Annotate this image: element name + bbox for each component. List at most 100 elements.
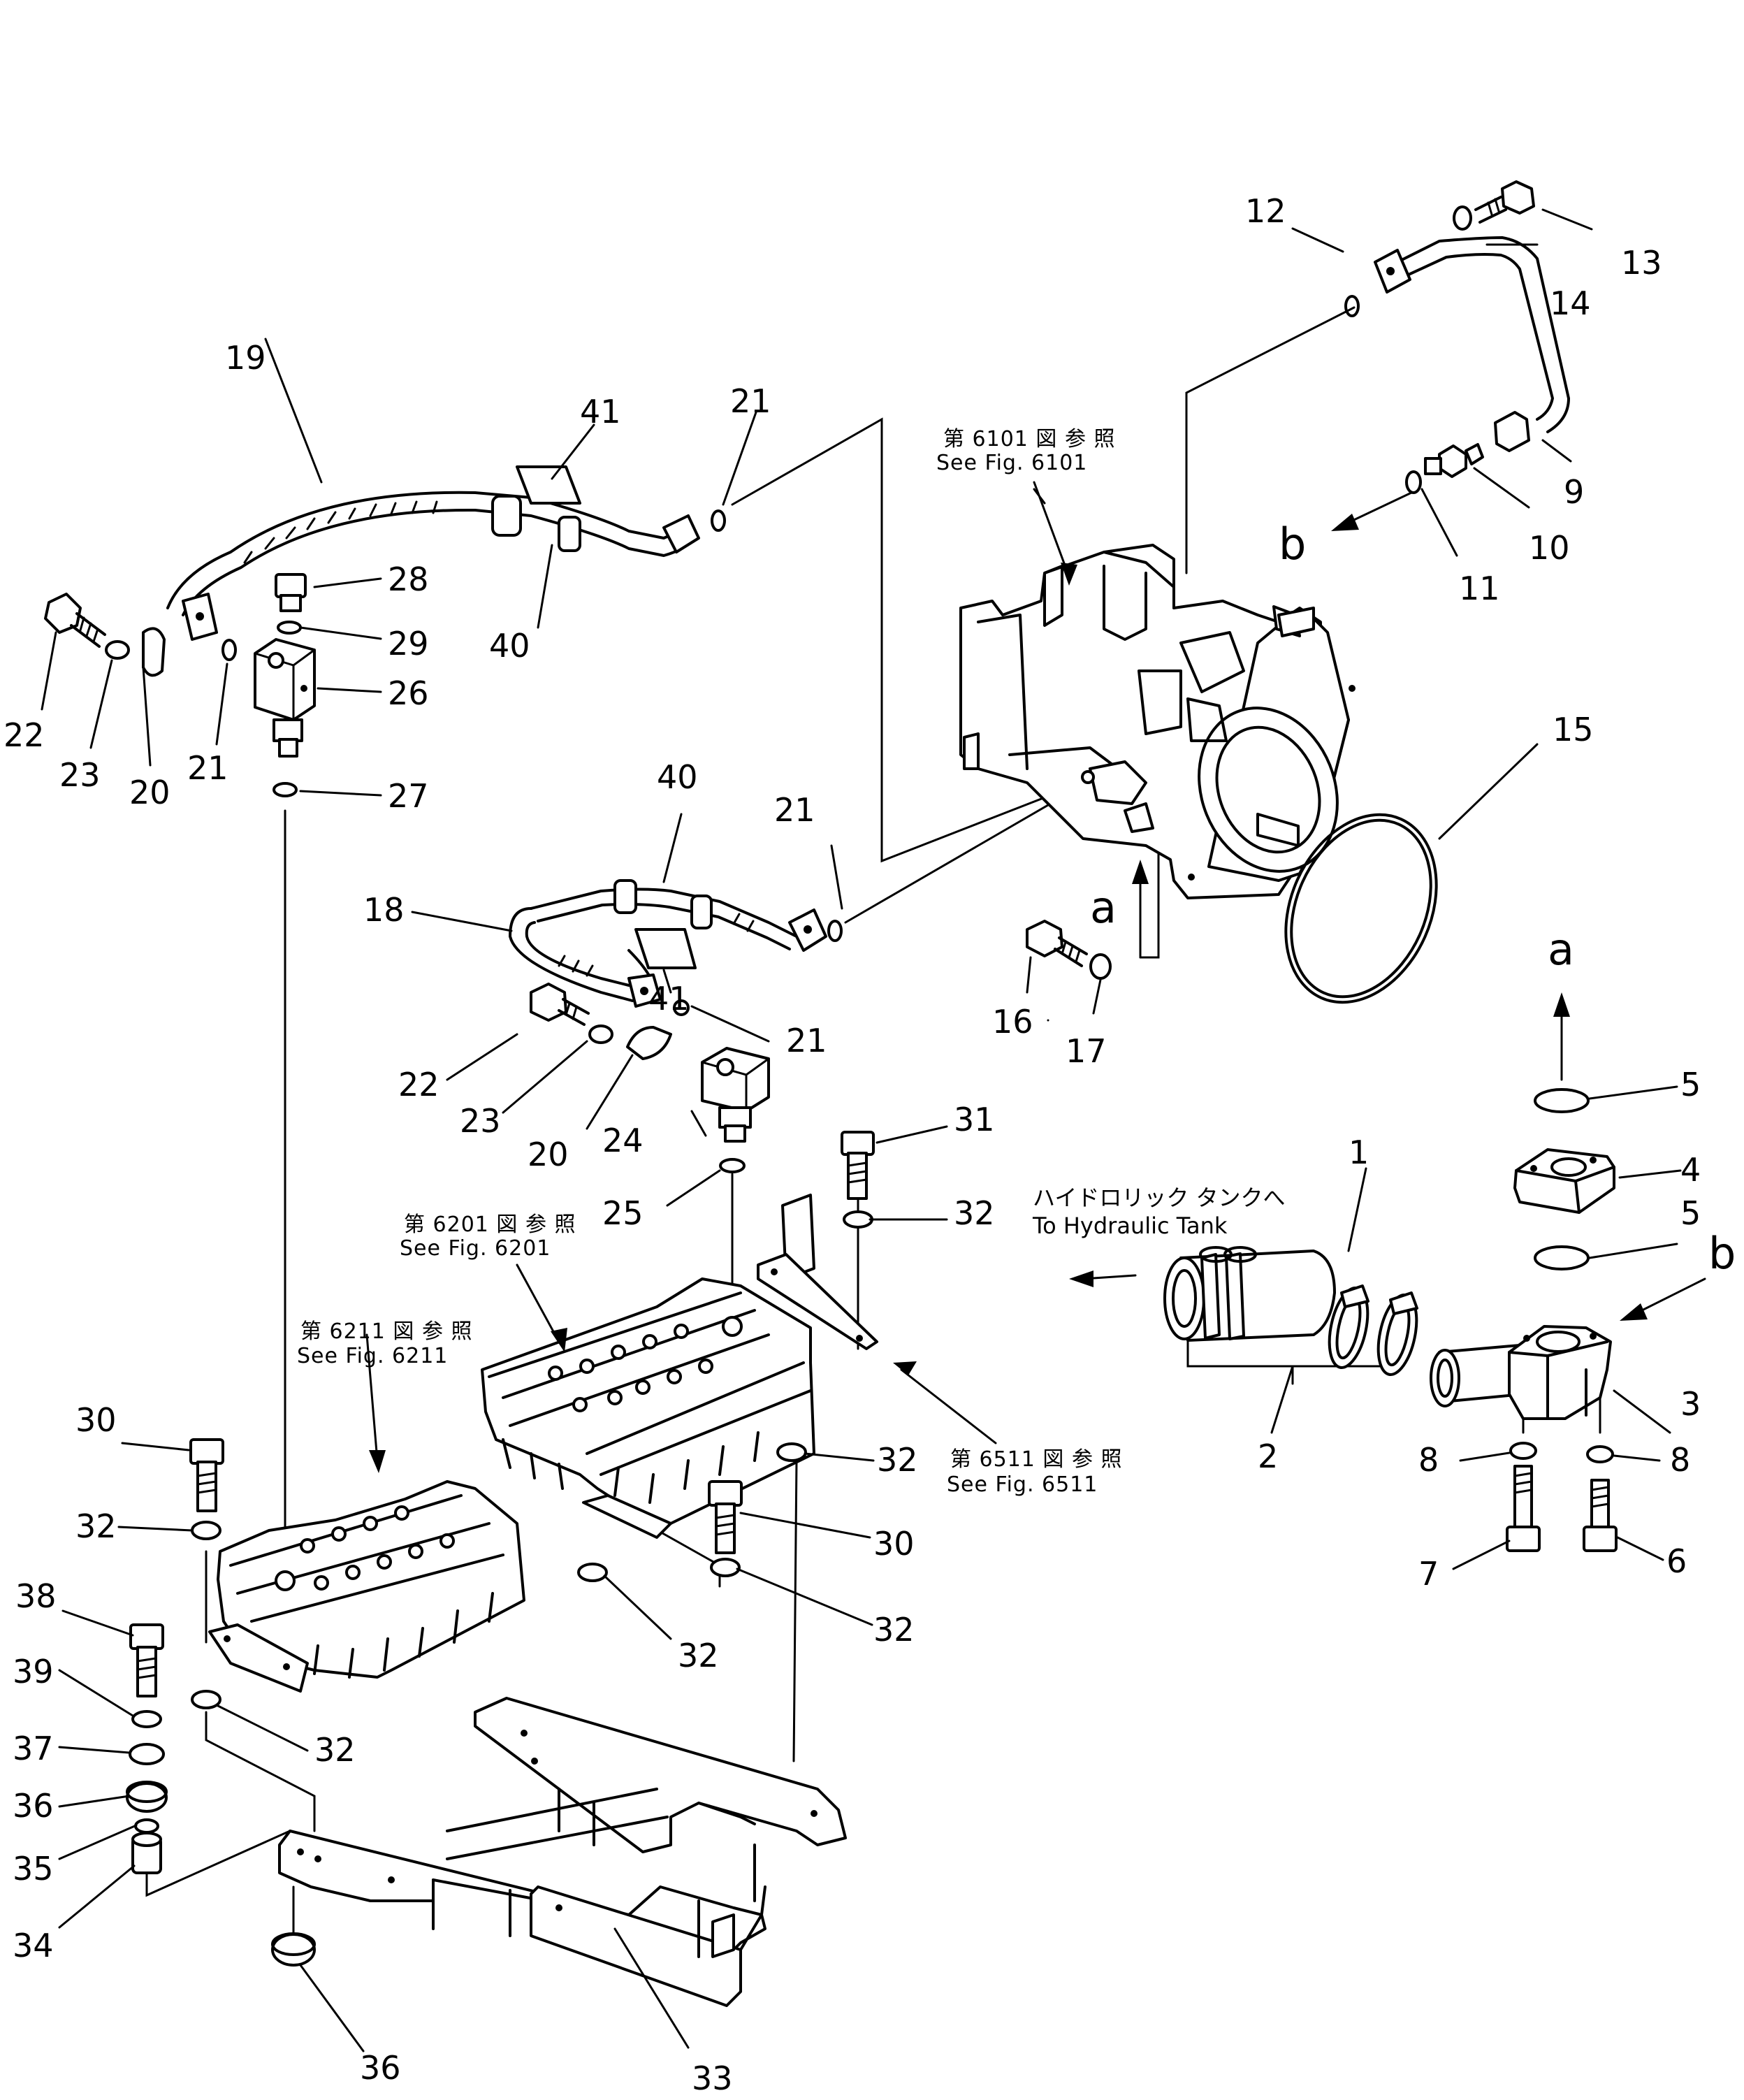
label-12: 12	[1245, 192, 1286, 230]
label-7: 7	[1418, 1555, 1439, 1593]
washer-37	[129, 1743, 165, 1765]
spacer-36-lower	[271, 1932, 316, 1967]
oring-25	[719, 1158, 746, 1173]
washer-23-mid	[588, 1024, 613, 1044]
label-30-left: 30	[75, 1401, 117, 1439]
bolt-30-left	[189, 1438, 224, 1512]
washer-32-top	[843, 1210, 873, 1229]
label-36-lower: 36	[360, 2049, 401, 2087]
washer-32-center-top	[776, 1442, 807, 1462]
block-24	[701, 1047, 770, 1143]
label-20-upper: 20	[129, 774, 170, 811]
pipe-18	[509, 879, 827, 1008]
oring-35	[134, 1818, 159, 1834]
label-21-upper-left: 21	[187, 749, 228, 787]
oring-15	[1284, 813, 1438, 1004]
letter-b-upper: b	[1279, 519, 1306, 570]
nipple-10	[1424, 443, 1484, 478]
washer-32-left-upper	[191, 1521, 221, 1540]
label-32-center-right: 32	[873, 1611, 915, 1649]
letter-a-upper: a	[1090, 882, 1117, 933]
part-number-labels: 1 2 3 4 5 5 6 7 8 8 9 10 11 12 13 14 15 …	[3, 192, 1701, 2097]
label-22-upper: 22	[3, 716, 45, 754]
oring-29	[277, 621, 302, 635]
bolt-22-mid	[530, 983, 590, 1026]
label-11: 11	[1459, 570, 1500, 607]
label-41-upper: 41	[580, 393, 621, 430]
reference-arrows	[365, 481, 1077, 1473]
bolt-13	[1474, 180, 1535, 224]
ref-6201-en: See Fig. 6201	[400, 1236, 551, 1261]
tank-en: To Hydraulic Tank	[1032, 1212, 1228, 1239]
washer-32-left-lower	[191, 1690, 221, 1709]
label-15: 15	[1553, 711, 1594, 748]
washer-32-center-bottom	[577, 1563, 608, 1582]
oring-21-upper-right	[711, 509, 726, 532]
label-34: 34	[13, 1927, 54, 1964]
washer-23-upper	[105, 640, 130, 660]
label-35: 35	[13, 1850, 54, 1888]
washer-8-left	[1509, 1442, 1537, 1460]
ref-6511-en: See Fig. 6511	[947, 1472, 1098, 1497]
label-21-upper-right: 21	[730, 382, 771, 420]
oring-5-lower	[1534, 1245, 1590, 1270]
leader-lines	[145, 306, 1601, 1937]
bolt-22-upper	[44, 593, 106, 648]
hose-clamp-right	[1376, 1291, 1418, 1376]
washer-17	[1089, 953, 1112, 980]
oring-21-mid-lower	[673, 999, 690, 1016]
tag-41-lower	[634, 928, 697, 969]
block-26	[254, 638, 316, 758]
bolt-38	[129, 1623, 164, 1697]
oring-21-upper-left	[221, 639, 237, 661]
spacer-36-upper	[126, 1781, 168, 1813]
label-39: 39	[13, 1653, 54, 1690]
label-21-mid-lower: 21	[786, 1022, 827, 1059]
plug-28	[275, 573, 307, 612]
label-8-left: 8	[1418, 1441, 1439, 1479]
direction-arrows	[1069, 491, 1706, 1321]
label-2: 2	[1258, 1438, 1278, 1475]
bolt-6	[1583, 1479, 1618, 1552]
label-25: 25	[602, 1194, 644, 1232]
frame-33	[278, 1697, 847, 2007]
label-16: 16	[992, 1003, 1033, 1041]
label-10: 10	[1529, 529, 1570, 567]
ref-6101-jp: 第 6101 図 参 照	[943, 427, 1116, 451]
label-27: 27	[388, 777, 429, 815]
clamp-20-mid	[626, 1026, 672, 1060]
elbow-3	[1430, 1325, 1612, 1420]
label-26: 26	[388, 674, 429, 712]
label-30-center: 30	[873, 1525, 915, 1563]
flange-4	[1513, 1148, 1615, 1214]
label-19: 19	[225, 339, 266, 377]
hose-1	[1163, 1246, 1336, 1342]
label-17: 17	[1066, 1032, 1107, 1070]
bolt-31	[841, 1131, 875, 1200]
label-37: 37	[13, 1730, 54, 1767]
bolt-7	[1506, 1465, 1541, 1552]
ref-6211-jp: 第 6211 図 参 照	[300, 1319, 473, 1344]
washer-14	[1453, 205, 1472, 231]
label-20-mid: 20	[528, 1136, 569, 1173]
label-41-mid: 41	[648, 980, 690, 1018]
oring-12	[1344, 295, 1360, 317]
label-5-upper: 5	[1680, 1066, 1701, 1103]
tank-jp: ハイドロリック タンクへ	[1033, 1185, 1286, 1211]
hydraulic-pump	[959, 544, 1356, 899]
clamp-20-upper	[142, 627, 166, 677]
control-valve-6211	[208, 1480, 525, 1693]
label-3: 3	[1680, 1385, 1701, 1423]
oring-5-upper	[1534, 1088, 1590, 1113]
label-38: 38	[15, 1577, 57, 1615]
letter-a-lower: a	[1548, 924, 1574, 975]
label-32-center-top: 32	[877, 1441, 918, 1479]
pipe-9	[1374, 236, 1570, 452]
label-5-lower: 5	[1680, 1194, 1701, 1232]
label-23-upper: 23	[59, 756, 101, 794]
label-18: 18	[363, 891, 405, 929]
ref-6511-jp: 第 6511 図 参 照	[950, 1447, 1123, 1472]
control-valve-6201	[481, 1277, 815, 1539]
label-24: 24	[602, 1122, 644, 1159]
